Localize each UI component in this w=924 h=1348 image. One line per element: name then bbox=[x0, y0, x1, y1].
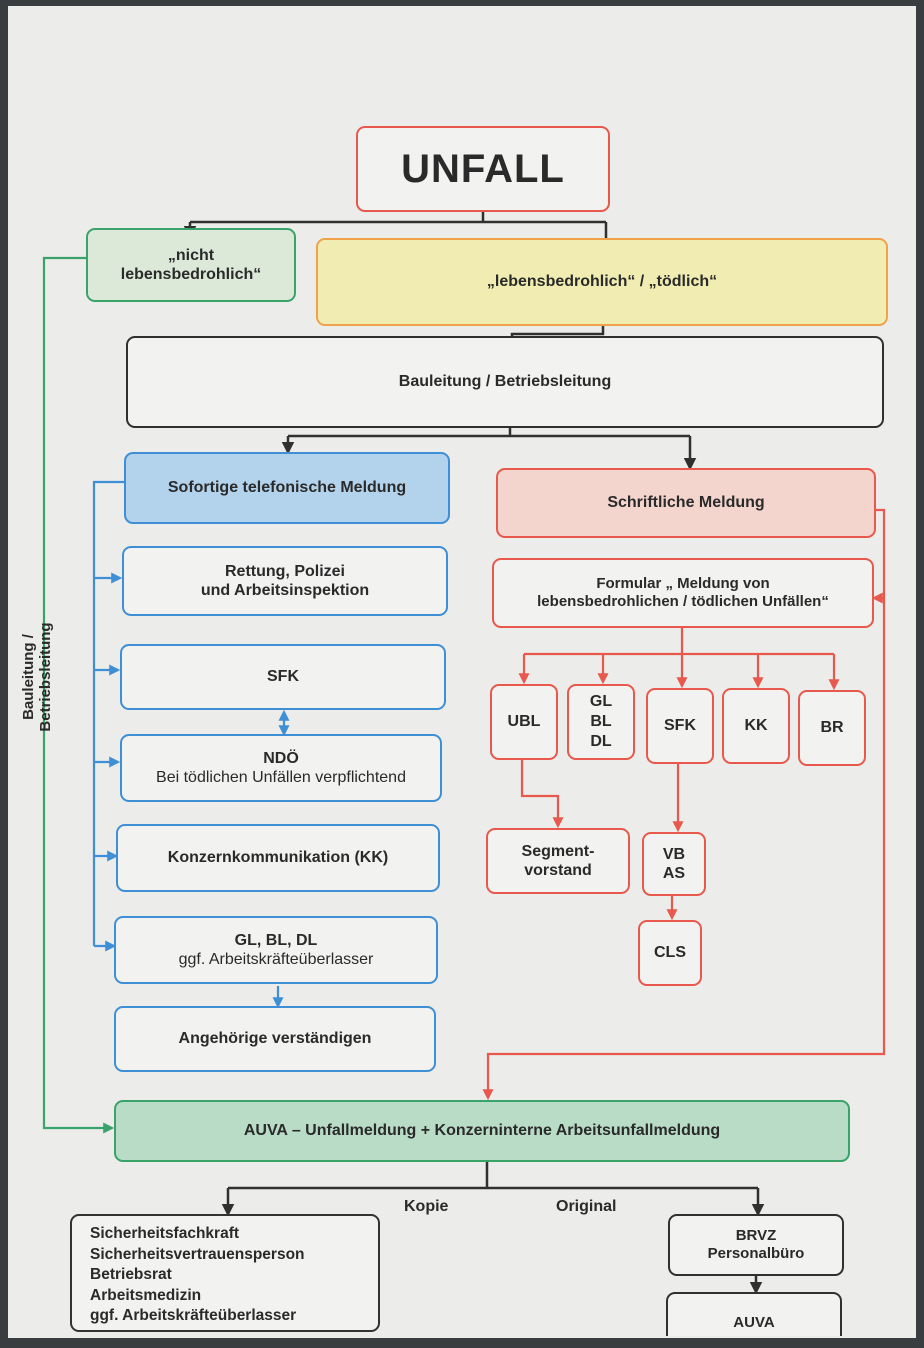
sfk-right-box: SFK bbox=[646, 688, 714, 764]
brvz-line-1: BRVZ bbox=[735, 1227, 777, 1244]
dl-right-label: DL bbox=[590, 733, 612, 750]
schriftliche-meldung-box: Schriftliche Meldung bbox=[496, 468, 876, 538]
br-box: BR bbox=[798, 690, 866, 766]
ndoe-box: NDÖ Bei tödlichen Unfällen verpflichtend bbox=[120, 734, 442, 802]
sofortige-meldung-box: Sofortige telefonische Meldung bbox=[124, 452, 450, 524]
br-label: BR bbox=[820, 719, 844, 737]
recipient-1: Sicherheitsfachkraft bbox=[90, 1225, 240, 1242]
sfk-right-label: SFK bbox=[664, 717, 696, 735]
recipient-4: Arbeitsmedizin bbox=[90, 1286, 202, 1304]
side-label-bauleitung: Bauleitung / Betriebsleitung bbox=[20, 622, 54, 732]
bl-right-label: BL bbox=[590, 713, 612, 730]
original-label: Original bbox=[556, 1198, 617, 1215]
konzernkommunikation-box: Konzernkommunikation (KK) bbox=[116, 824, 440, 892]
kopie-label: Kopie bbox=[404, 1198, 449, 1215]
formular-box: Formular „ Meldung von lebensbedrohliche… bbox=[492, 558, 874, 628]
unfall-box: UNFALL bbox=[356, 126, 610, 212]
lebensbedrohlich-box: „lebensbedrohlich“ / „tödlich“ bbox=[316, 238, 888, 326]
konzernkommunikation-label: Konzernkommunikation (KK) bbox=[167, 849, 389, 867]
segmentvorstand-box: Segment- vorstand bbox=[486, 828, 630, 894]
gl-bl-dl-box: GL, BL, DL ggf. Arbeitskräfteüberlasser bbox=[114, 916, 438, 984]
auva-meldung-box: AUVA – Unfallmeldung + Konzerninterne Ar… bbox=[114, 1100, 850, 1162]
bauleitung-box: Bauleitung / Betriebsleitung bbox=[126, 336, 884, 428]
bauleitung-label: Bauleitung / Betriebsleitung bbox=[398, 373, 612, 391]
as-label: AS bbox=[662, 865, 686, 882]
recipient-3: Betriebsrat bbox=[90, 1266, 172, 1283]
kk-label: KK bbox=[744, 717, 768, 735]
nicht-lebensbedrohlich-box: „nicht lebensbedrohlich“ bbox=[86, 228, 296, 302]
brvz-box: BRVZ Personalbüro bbox=[668, 1214, 844, 1276]
nicht-lebensbedrohlich-line-1: „nicht bbox=[167, 246, 215, 264]
rettung-line-1: Rettung, Polizei bbox=[225, 562, 345, 580]
nicht-lebensbedrohlich-line-2: lebensbedrohlich“ bbox=[120, 266, 262, 283]
cls-box: CLS bbox=[638, 920, 702, 986]
auva-label: AUVA bbox=[733, 1314, 775, 1331]
rettung-line-2: und Arbeitsinspektion bbox=[200, 582, 370, 599]
ndoe-sub: Bei tödlichen Unfällen verpflichtend bbox=[156, 769, 406, 786]
sfk-left-box: SFK bbox=[120, 644, 446, 710]
sofortige-meldung-label: Sofortige telefonische Meldung bbox=[167, 479, 407, 497]
schriftliche-meldung-label: Schriftliche Meldung bbox=[607, 494, 765, 512]
formular-line-1: Formular „ Meldung von bbox=[596, 575, 770, 592]
segment-line-2: vorstand bbox=[524, 862, 592, 879]
recipient-5: ggf. Arbeitskräfteüberlasser bbox=[90, 1307, 297, 1324]
recipient-2: Sicherheitsvertrauensperson bbox=[90, 1245, 305, 1263]
rettung-box: Rettung, Polizei und Arbeitsinspektion bbox=[122, 546, 448, 616]
auva-meldung-label: AUVA – Unfallmeldung + Konzerninterne Ar… bbox=[243, 1122, 721, 1140]
angehoerige-box: Angehörige verständigen bbox=[114, 1006, 436, 1072]
unfall-label: UNFALL bbox=[401, 147, 565, 191]
sfk-left-label: SFK bbox=[267, 668, 299, 686]
vb-label: VB bbox=[662, 845, 686, 863]
segment-line-1: Segment- bbox=[521, 842, 595, 860]
ubl-box: UBL bbox=[490, 684, 558, 760]
kk-box: KK bbox=[722, 688, 790, 764]
ndoe-title: NDÖ bbox=[263, 749, 299, 767]
gl-right-label: GL bbox=[589, 693, 613, 710]
brvz-line-2: Personalbüro bbox=[707, 1245, 805, 1262]
recipients-box: Sicherheitsfachkraft Sicherheitsvertraue… bbox=[70, 1214, 380, 1332]
formular-line-2: lebensbedrohlichen / tödlichen Unfällen“ bbox=[537, 593, 829, 610]
gl-bl-dl-sub: ggf. Arbeitskräfteüberlasser bbox=[178, 951, 374, 968]
ubl-label: UBL bbox=[507, 713, 541, 731]
gl-bl-dl-right-box: GL BL DL bbox=[567, 684, 635, 760]
auva-box: AUVA bbox=[666, 1292, 842, 1336]
cls-label: CLS bbox=[654, 944, 686, 962]
gl-bl-dl-title: GL, BL, DL bbox=[234, 931, 318, 949]
vb-as-box: VB AS bbox=[642, 832, 706, 896]
angehoerige-label: Angehörige verständigen bbox=[178, 1030, 372, 1048]
lebensbedrohlich-label: „lebensbedrohlich“ / „tödlich“ bbox=[486, 273, 718, 291]
